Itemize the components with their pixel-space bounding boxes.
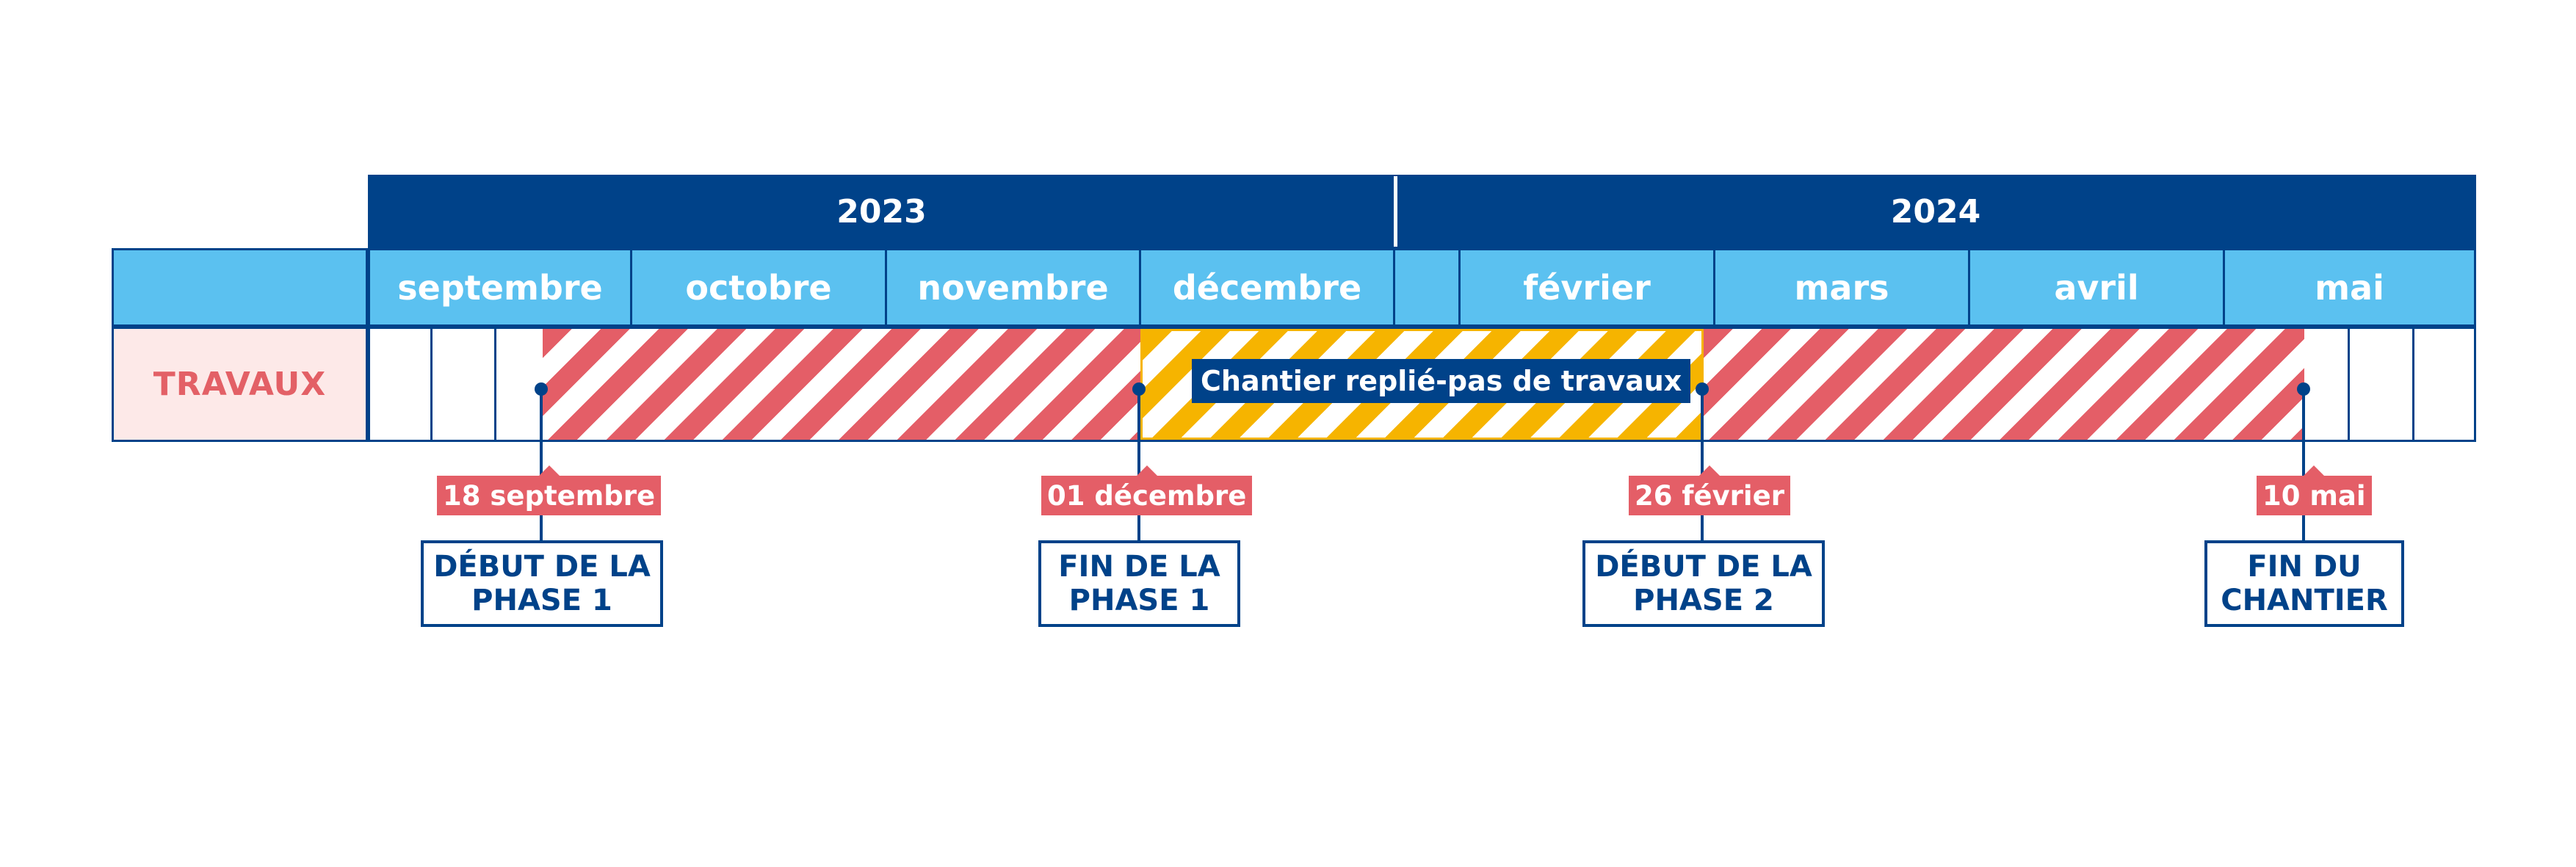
milestone-line bbox=[2302, 389, 2305, 543]
month-avril: avril bbox=[1968, 248, 2225, 327]
month-header-label-spacer bbox=[112, 248, 368, 327]
milestone-line1: FIN DE LA bbox=[1058, 550, 1220, 584]
week-divider bbox=[494, 327, 496, 442]
milestone-line1: FIN DU bbox=[2247, 550, 2362, 584]
milestone-date: 26 février bbox=[1635, 479, 1784, 512]
milestone-date-tag: 18 septembre bbox=[437, 465, 662, 515]
row-label-travaux: TRAVAUX bbox=[112, 327, 368, 442]
month-empty bbox=[1393, 248, 1461, 327]
milestone-line1: DÉBUT DE LA bbox=[433, 550, 651, 584]
month-mai: mai bbox=[2223, 248, 2476, 327]
milestone-dot bbox=[1132, 382, 1146, 396]
milestone-dot bbox=[1696, 382, 1709, 396]
milestone-line2: PHASE 2 bbox=[1633, 584, 1774, 617]
milestone-date-tag: 26 février bbox=[1629, 465, 1790, 515]
milestone-date-tag: 01 décembre bbox=[1041, 465, 1253, 515]
milestone-dot bbox=[535, 382, 548, 396]
month-label: décembre bbox=[1172, 267, 1362, 308]
phase-2-bar bbox=[1704, 329, 2304, 440]
year-label: 2024 bbox=[1890, 192, 1981, 231]
milestone-line2: PHASE 1 bbox=[471, 584, 612, 617]
month-label: septembre bbox=[397, 267, 603, 308]
week-divider bbox=[2412, 327, 2414, 442]
milestone-date: 18 septembre bbox=[443, 479, 656, 512]
pause-label: Chantier replié-pas de travaux bbox=[1192, 359, 1691, 403]
milestone-box: DÉBUT DE LA PHASE 2 bbox=[1582, 540, 1825, 627]
month-label: avril bbox=[2054, 267, 2139, 308]
month-label: mai bbox=[2315, 267, 2384, 308]
week-divider bbox=[2348, 327, 2350, 442]
month-decembre: décembre bbox=[1139, 248, 1395, 327]
month-mars: mars bbox=[1713, 248, 1970, 327]
month-novembre: novembre bbox=[885, 248, 1141, 327]
year-separator bbox=[1394, 176, 1397, 247]
month-label: mars bbox=[1794, 267, 1889, 308]
milestone-line2: PHASE 1 bbox=[1068, 584, 1210, 617]
year-2024-header: 2024 bbox=[1395, 175, 2476, 248]
milestone-date-tag: 10 mai bbox=[2257, 465, 2372, 515]
milestone-box: FIN DE LA PHASE 1 bbox=[1038, 540, 1240, 627]
year-label: 2023 bbox=[836, 192, 927, 231]
month-label: novembre bbox=[917, 267, 1109, 308]
month-label: février bbox=[1523, 267, 1651, 308]
month-fevrier: février bbox=[1458, 248, 1715, 327]
milestone-date: 01 décembre bbox=[1047, 479, 1247, 512]
milestone-line2: CHANTIER bbox=[2221, 584, 2388, 617]
year-2023-header: 2023 bbox=[368, 175, 1395, 248]
milestone-dot bbox=[2297, 382, 2310, 396]
week-divider bbox=[430, 327, 433, 442]
month-octobre: octobre bbox=[630, 248, 887, 327]
milestone-date: 10 mai bbox=[2262, 479, 2366, 512]
month-label: octobre bbox=[685, 267, 832, 308]
milestone-box: FIN DU CHANTIER bbox=[2204, 540, 2404, 627]
pause-label-text: Chantier replié-pas de travaux bbox=[1201, 365, 1682, 397]
milestone-box: DÉBUT DE LA PHASE 1 bbox=[421, 540, 663, 627]
milestone-line1: DÉBUT DE LA bbox=[1595, 550, 1812, 584]
phase-1-bar bbox=[543, 329, 1140, 440]
row-label-text: TRAVAUX bbox=[153, 366, 327, 403]
month-septembre: septembre bbox=[368, 248, 632, 327]
